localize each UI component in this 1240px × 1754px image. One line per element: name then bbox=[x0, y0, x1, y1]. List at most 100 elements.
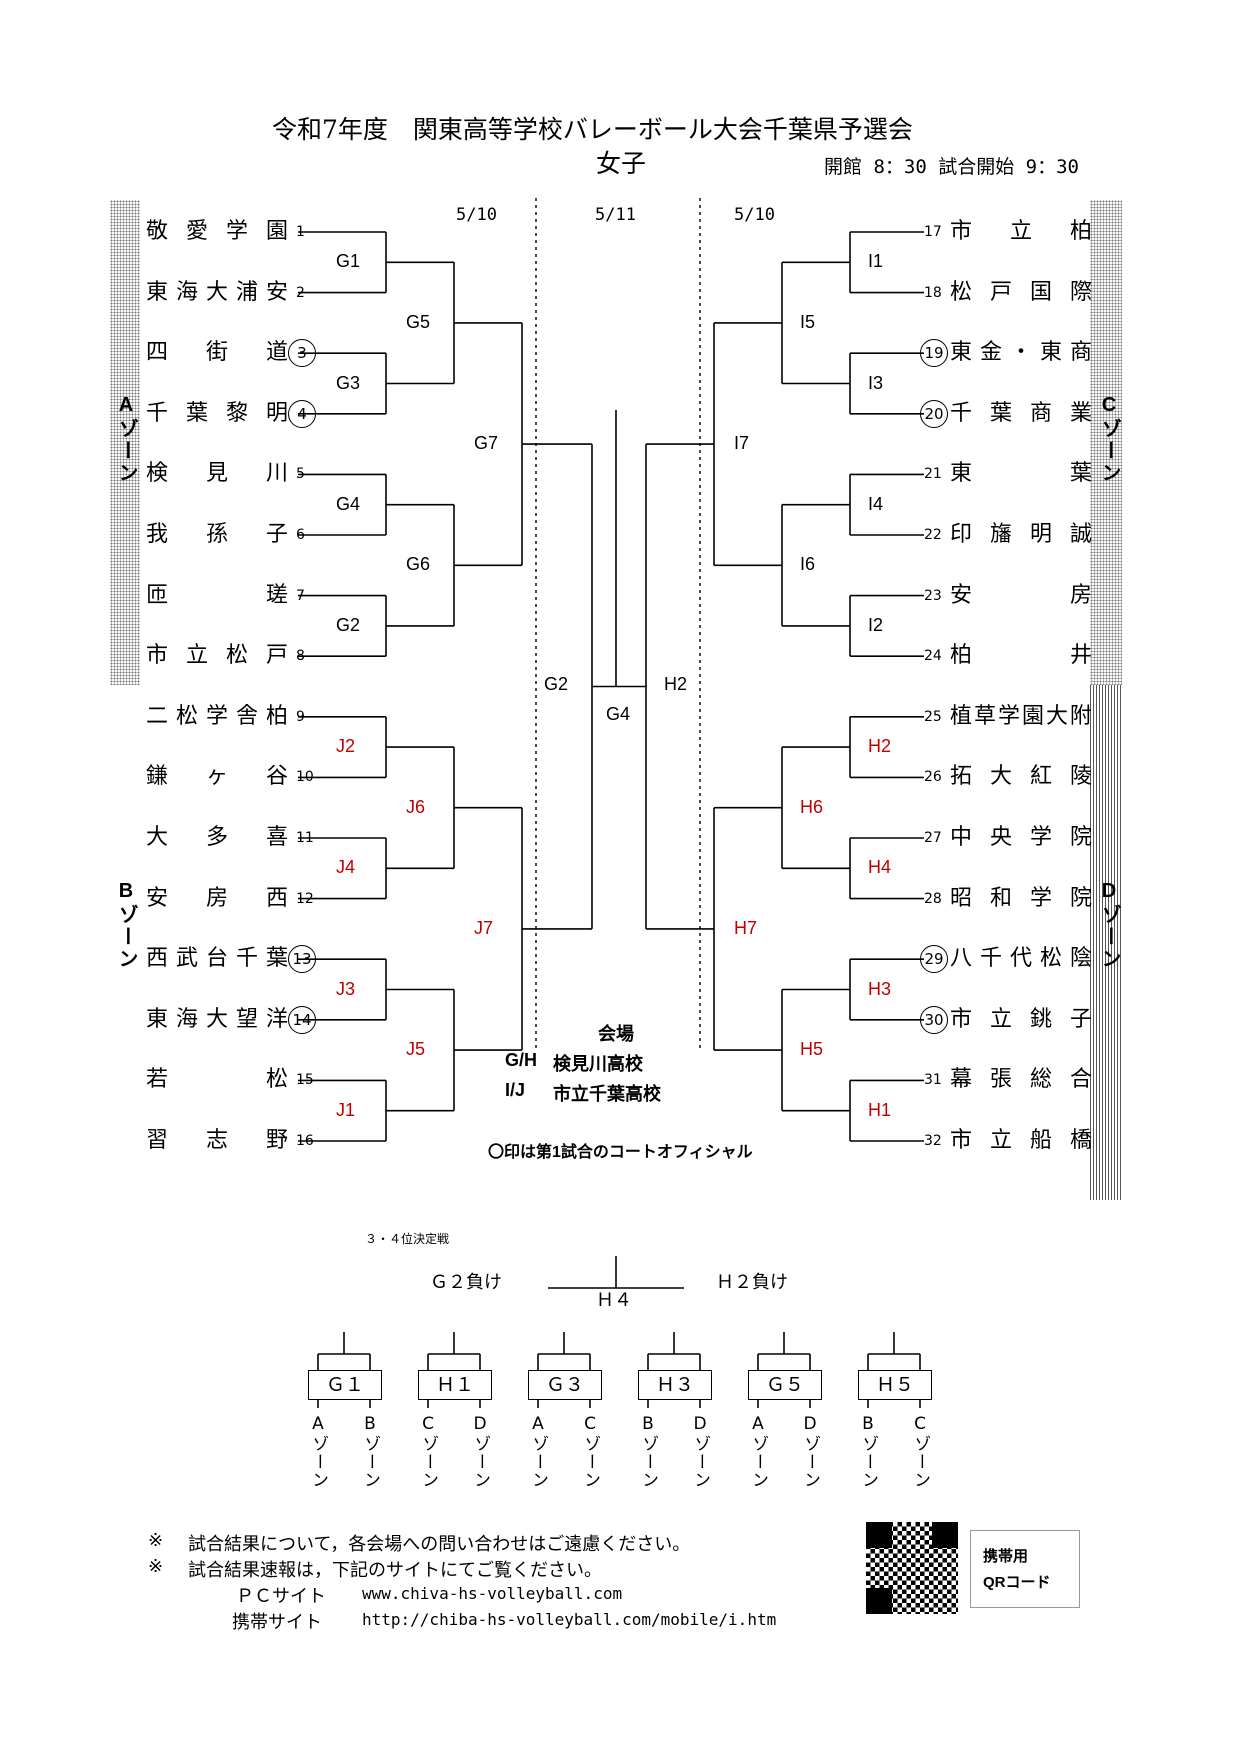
right-seed-15: 31 bbox=[924, 1072, 942, 1089]
left-team-3: 四街道 bbox=[146, 338, 288, 368]
match-left-r2-2: G6 bbox=[406, 554, 431, 575]
court-zone-label: Aゾーン bbox=[528, 1414, 548, 1489]
court-zone-label: Bゾーン bbox=[638, 1414, 658, 1489]
venue-gh-code: G/H bbox=[505, 1050, 538, 1070]
team-name-char: 明 bbox=[1029, 522, 1052, 547]
right-seed-5: 21 bbox=[924, 466, 942, 483]
team-name-char: 志 bbox=[205, 1128, 228, 1153]
right-seed-12: 28 bbox=[924, 890, 942, 907]
venue-ij-site: 市立千葉高校 bbox=[553, 1084, 661, 1104]
right-seed-16: 32 bbox=[924, 1133, 942, 1149]
qr-code-image[interactable] bbox=[866, 1522, 958, 1614]
team-name-char: 学 bbox=[1029, 825, 1052, 850]
team-name-char: 園 bbox=[265, 219, 288, 244]
team-name-char: 習 bbox=[146, 1128, 169, 1153]
team-name-char: 井 bbox=[1069, 643, 1092, 669]
right-team-6: 印旛明誠 bbox=[950, 520, 1092, 550]
team-name-char: 代 bbox=[1009, 946, 1032, 972]
team-name-char: 大 bbox=[989, 764, 1012, 790]
left-team-4: 千葉黎明 bbox=[146, 399, 288, 429]
team-name-char: 八 bbox=[950, 946, 973, 972]
match-right-r1-5: H2 bbox=[868, 736, 892, 757]
team-name-char: 商 bbox=[1029, 400, 1052, 426]
team-name-char: 金 bbox=[979, 340, 1002, 366]
right-team-7: 安房 bbox=[950, 581, 1092, 611]
team-name-char: 市 bbox=[950, 1006, 973, 1032]
right-team-10: 拓大紅陵 bbox=[950, 762, 1092, 792]
left-team-1: 敬愛学園 bbox=[146, 217, 288, 247]
mobile-site-label: 携帯サイト bbox=[232, 1612, 322, 1633]
left-seed-15: 15 bbox=[296, 1072, 314, 1089]
team-name-char: 千 bbox=[979, 946, 1002, 972]
team-name-char: 総 bbox=[1029, 1067, 1052, 1093]
left-seed-6: 6 bbox=[296, 527, 305, 543]
team-name-char: 見 bbox=[205, 461, 228, 487]
team-name-char: 合 bbox=[1069, 1067, 1092, 1093]
court-zone-label: Bゾーン bbox=[360, 1414, 380, 1489]
team-name-char: 柏 bbox=[950, 643, 973, 669]
right-team-12: 昭和学院 bbox=[950, 884, 1092, 914]
match-final: G4 bbox=[606, 703, 631, 724]
venue-ij-code: I/J bbox=[505, 1080, 526, 1100]
mobile-site-url[interactable]: http://chiba-hs-volleyball.com/mobile/i.… bbox=[362, 1610, 777, 1629]
team-name-char: 商 bbox=[1069, 340, 1092, 366]
team-name-char: 東 bbox=[146, 1006, 169, 1032]
match-left-r1-7: J3 bbox=[336, 978, 356, 999]
court-zone-label: Dゾーン bbox=[690, 1414, 710, 1489]
match-left-r1-4: G2 bbox=[336, 614, 361, 635]
team-name-char: 浦 bbox=[235, 279, 258, 305]
match-right-r2-2: I6 bbox=[800, 554, 816, 575]
court-box-4: Ｈ３ bbox=[638, 1370, 712, 1400]
team-name-char: ・ bbox=[1009, 340, 1032, 366]
venue-gh-site: 検見川高校 bbox=[553, 1054, 643, 1074]
match-left-r2-4: J5 bbox=[406, 1039, 426, 1060]
team-name-char: 市 bbox=[950, 219, 973, 244]
team-name-char: 明 bbox=[265, 400, 288, 426]
team-name-char: 幕 bbox=[950, 1067, 973, 1093]
match-right-r1-7: H3 bbox=[868, 978, 892, 999]
match-semi-left: G2 bbox=[544, 673, 569, 694]
match-left-r3-1: G7 bbox=[474, 433, 499, 454]
court-zone-label: Aゾーン bbox=[748, 1414, 768, 1489]
team-name-char: 戸 bbox=[989, 279, 1012, 305]
team-name-char: 誠 bbox=[1069, 522, 1092, 547]
team-name-char: 千 bbox=[235, 946, 258, 972]
team-name-char: 大 bbox=[205, 279, 228, 305]
right-seed-9: 25 bbox=[924, 708, 942, 725]
team-name-char: 大 bbox=[205, 1006, 228, 1032]
qr-caption-box: 携帯用 QRコード bbox=[970, 1530, 1080, 1608]
team-name-char: 洋 bbox=[265, 1006, 288, 1032]
team-name-char: 子 bbox=[1069, 1006, 1092, 1032]
team-name-char: 海 bbox=[175, 279, 198, 305]
team-name-char: 我 bbox=[146, 522, 169, 547]
right-team-5: 東葉 bbox=[950, 459, 1092, 489]
match-right-r2-3: H6 bbox=[800, 796, 824, 817]
third-place-label: ３・４位決定戦 bbox=[365, 1232, 450, 1246]
right-team-4: 千葉商業 bbox=[950, 399, 1092, 429]
team-name-char: 陵 bbox=[1069, 764, 1092, 790]
team-name-char: 学 bbox=[205, 703, 228, 729]
team-name-char: 柏 bbox=[1069, 219, 1092, 244]
team-name-char: 戸 bbox=[265, 643, 288, 669]
team-name-char: 国 bbox=[1029, 279, 1052, 305]
right-seed-13: 29 bbox=[920, 945, 948, 974]
team-name-char: 葉 bbox=[265, 946, 288, 972]
match-left-r3-2: J7 bbox=[474, 917, 494, 938]
right-team-15: 幕張総合 bbox=[950, 1065, 1092, 1095]
team-name-char: 四 bbox=[146, 340, 169, 366]
team-name-char: 立 bbox=[989, 1128, 1012, 1153]
pc-site-url[interactable]: www.chiva-hs-volleyball.com bbox=[362, 1584, 623, 1603]
left-seed-7: 7 bbox=[296, 587, 305, 604]
match-right-r2-1: I5 bbox=[800, 311, 816, 332]
match-right-r1-1: I1 bbox=[868, 251, 884, 272]
team-name-char: 学 bbox=[1029, 885, 1052, 911]
right-seed-4: 20 bbox=[920, 399, 948, 428]
team-name-char: 葉 bbox=[989, 400, 1012, 426]
match-left-r1-1: G1 bbox=[336, 251, 361, 272]
team-name-char: 東 bbox=[950, 461, 973, 487]
left-team-11: 大多喜 bbox=[146, 823, 288, 853]
right-seed-7: 23 bbox=[924, 587, 942, 604]
right-team-14: 市立銚子 bbox=[950, 1005, 1092, 1035]
team-name-char: 道 bbox=[265, 340, 288, 366]
